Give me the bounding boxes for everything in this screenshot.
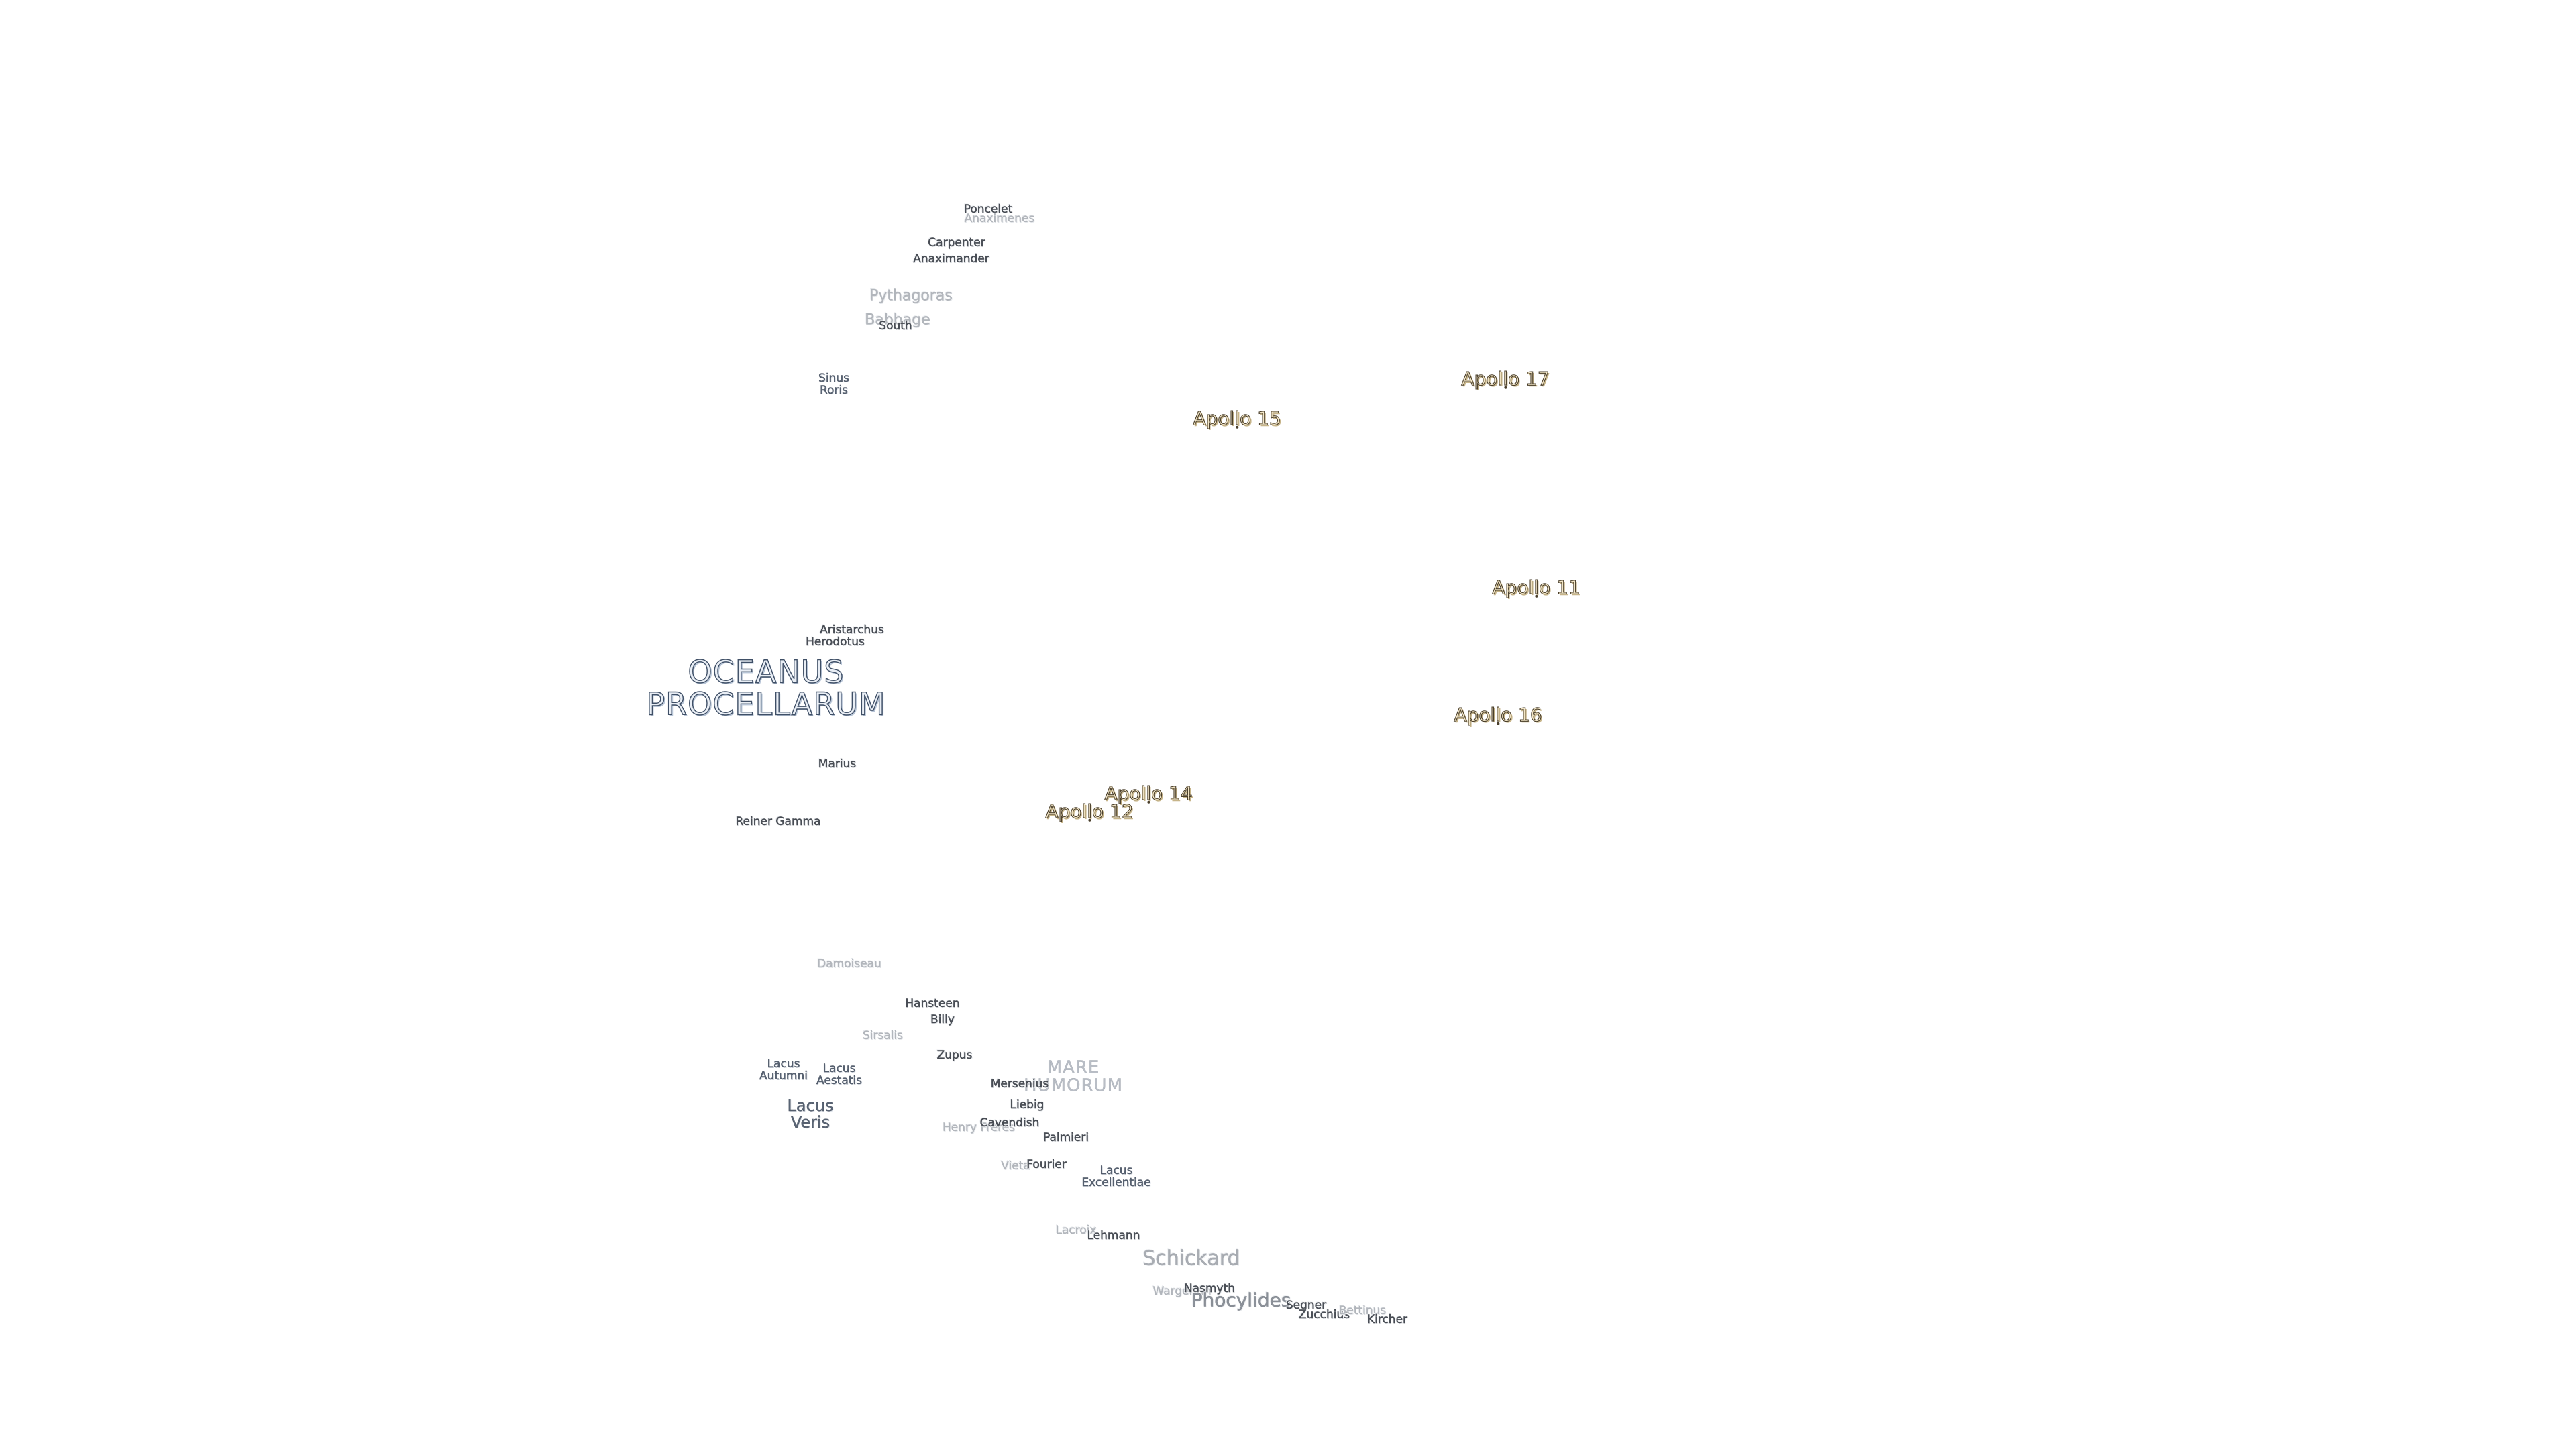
landing-site-dot xyxy=(1147,801,1150,804)
crater-label-carpenter: Carpenter xyxy=(928,236,985,250)
crater-label-sirsalis: Sirsalis xyxy=(862,1029,904,1043)
crater-label-marius: Marius xyxy=(818,757,857,771)
crater-label-billy: Billy xyxy=(930,1013,955,1027)
crater-label-wargentin: Wargentin xyxy=(1152,1285,1212,1299)
crater-label-lacroix: Lacroix xyxy=(1055,1224,1097,1238)
crater-label-phocylides: Phocylides xyxy=(1191,1289,1291,1311)
crater-label-zupus: Zupus xyxy=(936,1049,973,1063)
crater-label-segner: Segner xyxy=(1285,1299,1327,1313)
crater-label-kircher: Kircher xyxy=(1366,1313,1408,1327)
crater-label-anaximander: Anaximander xyxy=(913,252,989,266)
landing-site-dot xyxy=(1504,386,1507,390)
crater-label-vieta: Vieta xyxy=(1001,1159,1030,1173)
crater-label-south: South xyxy=(879,319,912,333)
landing-site-dot xyxy=(1236,426,1238,429)
crater-label-damoiseau: Damoiseau xyxy=(817,957,881,971)
crater-label-mersenius: Mersenius xyxy=(990,1077,1049,1091)
crater-label-hansteen: Hansteen xyxy=(905,997,960,1011)
crater-label-lehmann: Lehmann xyxy=(1087,1229,1140,1243)
landing-site-dot xyxy=(1088,819,1091,822)
apollo-17-marker[interactable]: Apollo 17 xyxy=(1461,367,1550,390)
crater-label-schickard: Schickard xyxy=(1142,1246,1240,1271)
crater-label-anaximenes: Anaximenes xyxy=(964,212,1035,226)
apollo-11-marker[interactable]: Apollo 11 xyxy=(1492,576,1580,598)
crater-label-zucchius: Zucchius xyxy=(1298,1308,1350,1322)
landing-site-dot xyxy=(1535,595,1538,598)
apollo-16-marker[interactable]: Apollo 16 xyxy=(1454,703,1542,726)
crater-label-bettinus: Bettinus xyxy=(1338,1304,1387,1318)
crater-label-palmieri: Palmieri xyxy=(1042,1131,1089,1145)
landing-site-dot xyxy=(1497,722,1499,726)
crater-label-liebig: Liebig xyxy=(1010,1098,1044,1112)
feature-label-reiner-gamma: Reiner Gamma xyxy=(735,815,821,829)
apollo-15-marker[interactable]: Apollo 15 xyxy=(1193,407,1281,429)
apollo-14-marker[interactable]: Apollo 14 xyxy=(1104,782,1193,804)
crater-label-herodotus: Herodotus xyxy=(806,635,865,649)
crater-label-babbage: Babbage xyxy=(865,311,930,329)
crater-label-nasmyth: Nasmyth xyxy=(1183,1282,1236,1296)
crater-label-pythagoras: Pythagoras xyxy=(869,287,953,305)
crater-label-aristarchus: Aristarchus xyxy=(820,623,884,637)
crater-label-fourier: Fourier xyxy=(1026,1158,1067,1172)
crater-label-poncelet: Poncelet xyxy=(963,203,1013,217)
apollo-12-marker[interactable]: Apollo 12 xyxy=(1045,800,1134,822)
crater-label-henry-freres: Henry Frères xyxy=(942,1121,1016,1135)
crater-label-cavendish: Cavendish xyxy=(979,1116,1040,1130)
